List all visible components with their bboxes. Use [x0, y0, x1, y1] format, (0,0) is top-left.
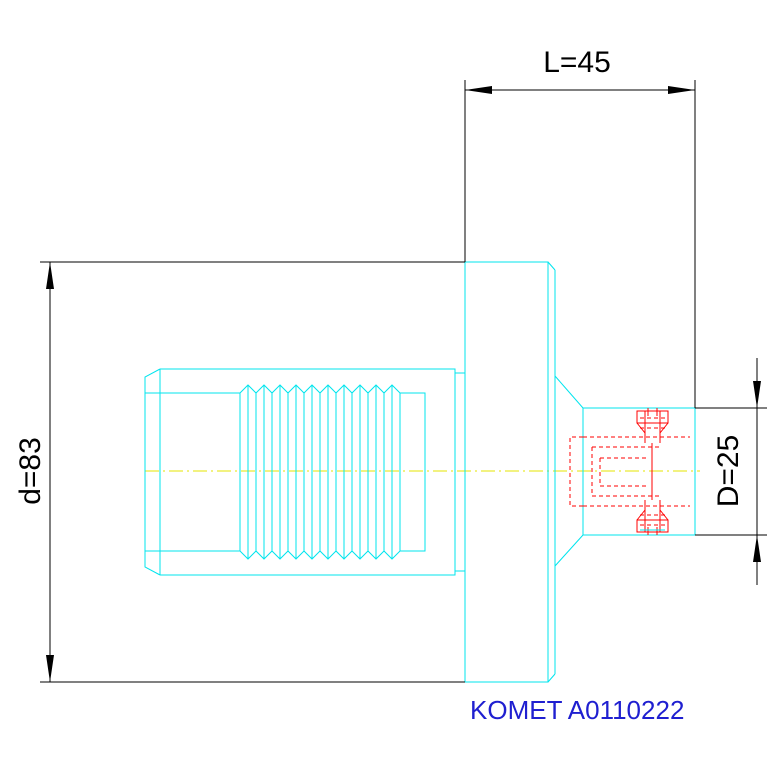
shank [582, 407, 696, 536]
dimension-length [464, 80, 696, 408]
clamp-screw-bottom [636, 500, 669, 535]
flange-body [464, 261, 556, 683]
outer-diameter-label: d=83 [14, 437, 47, 505]
dimension-inner-diameter [695, 358, 767, 585]
inner-diameter-label: D=25 [712, 435, 745, 508]
part-number: KOMET A0110222 [470, 695, 684, 725]
threaded-cavity [144, 368, 465, 576]
length-label: L=45 [543, 46, 611, 79]
dimension-outer-diameter [40, 261, 465, 683]
clamp-screw-top [636, 408, 669, 500]
shank-hidden-detail [569, 436, 690, 507]
tapered-neck [554, 375, 584, 567]
